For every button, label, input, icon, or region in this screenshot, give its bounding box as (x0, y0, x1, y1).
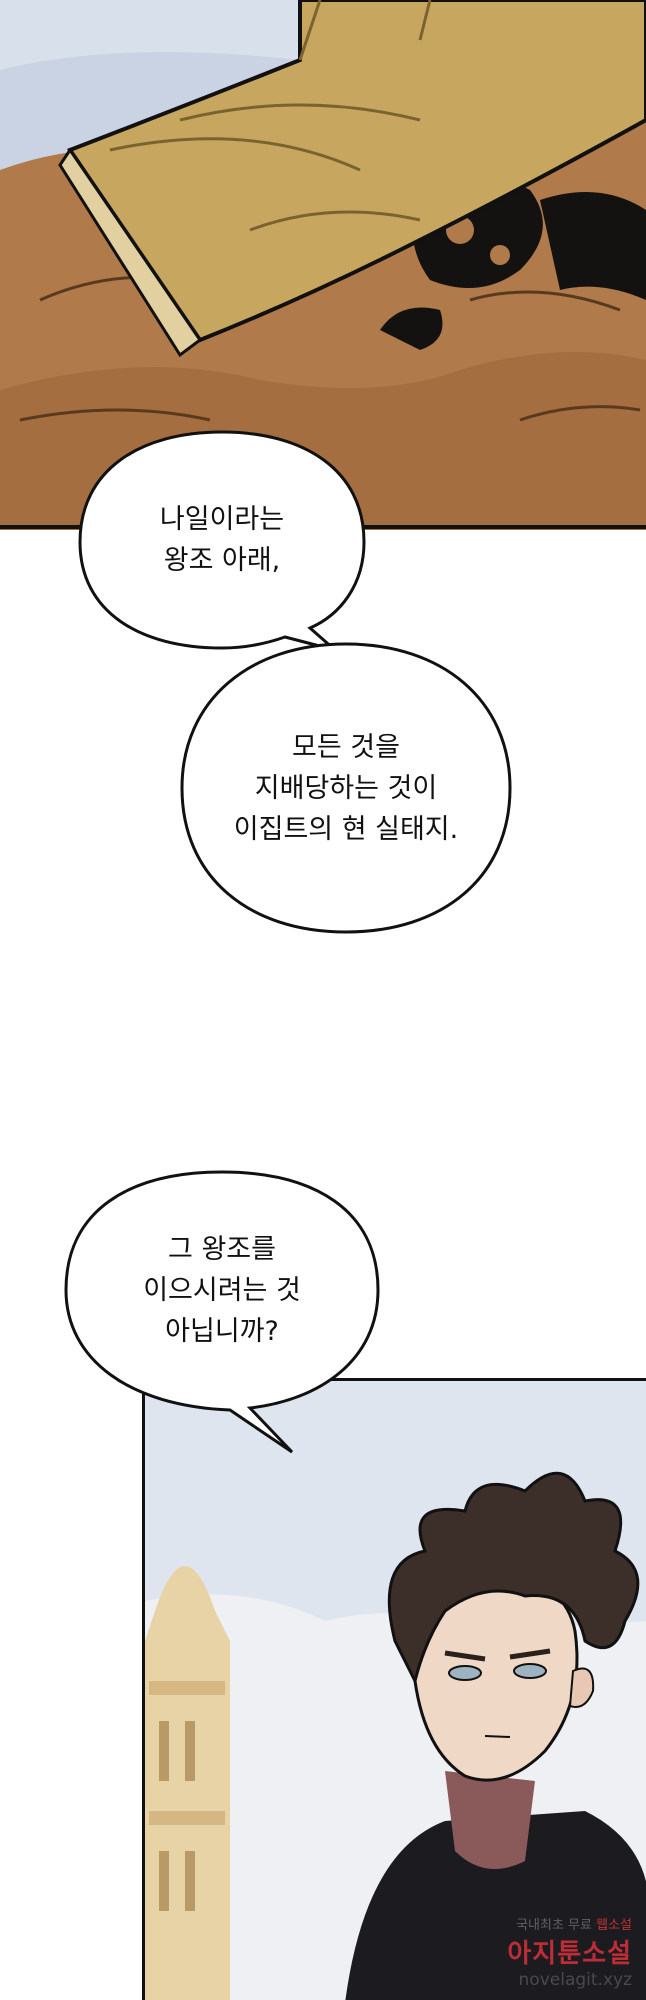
speech-bubble-2: 모든 것을 지배당하는 것이 이집트의 현 실태지. (182, 644, 510, 932)
speech-line: 지배당하는 것이 (254, 772, 438, 804)
shoulder-artwork (0, 0, 646, 530)
speech-bubble-2-shape (180, 642, 512, 934)
speech-line: 이으시려는 것 (143, 1274, 301, 1306)
watermark-url: novelagit.xyz (518, 1970, 632, 1990)
speech-bubble-3: 그 왕조를 이으시려는 것 아닙니까? (66, 1172, 378, 1408)
speech-line: 모든 것을 (292, 731, 400, 763)
speech-bubble-1-shape (78, 430, 366, 652)
speech-line: 나일이라는 (159, 504, 285, 535)
panel-shoulder-closeup (0, 0, 646, 530)
panel-man-portrait (142, 1378, 646, 2000)
speech-line: 왕조 아래, (163, 545, 281, 576)
speech-bubble-3-shape (64, 1170, 380, 1454)
speech-line: 아닙니까? (165, 1315, 279, 1347)
speech-line: 그 왕조를 (168, 1233, 276, 1265)
watermark-brand: 아지툰소설 (507, 1939, 632, 1969)
watermark-tagline: 국내최초 무료 웹소설 (507, 1914, 632, 1933)
site-watermark: 국내최초 무료 웹소설 아지툰소설 novelagit.xyz (507, 1914, 632, 1990)
speech-line: 이집트의 현 실태지. (233, 813, 459, 845)
man-artwork (145, 1381, 646, 2000)
watermark-tagline-highlight: 웹소설 (596, 1918, 632, 1933)
watermark-tagline-prefix: 국내최초 무료 (516, 1918, 592, 1933)
speech-bubble-1: 나일이라는 왕조 아래, (80, 432, 364, 648)
